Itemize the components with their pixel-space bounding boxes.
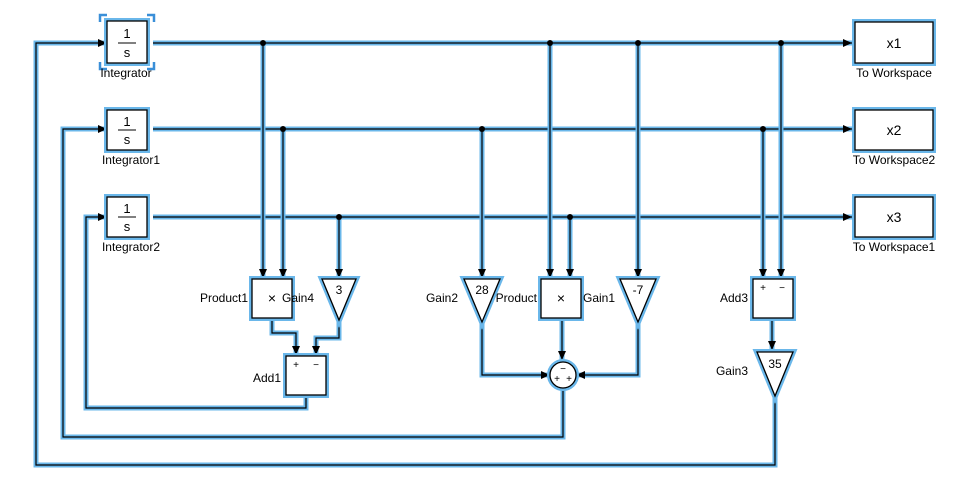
gain1-label: Gain1 <box>583 291 615 305</box>
workspace-var-x2: x2 <box>887 122 902 138</box>
integrator2-label: Integrator2 <box>102 240 160 254</box>
product1-block[interactable]: × Product1 <box>200 276 295 321</box>
workspace-var-x1: x1 <box>887 35 902 51</box>
integrator2-block[interactable]: 1 s Integrator2 <box>102 194 160 254</box>
sum-right-sign: + <box>566 374 572 385</box>
product-symbol: × <box>557 290 565 306</box>
selection-handles <box>98 13 156 71</box>
to-workspace1-label: To Workspace1 <box>853 240 936 254</box>
add3-label: Add3 <box>720 291 748 305</box>
integrator1-label: Integrator1 <box>102 153 160 167</box>
workspace-var-x3: x3 <box>887 209 902 225</box>
junction-dots <box>260 40 784 220</box>
gain4-value: 3 <box>336 283 343 297</box>
gain4-block[interactable]: 3 Gain4 <box>282 276 361 328</box>
product1-label: Product1 <box>200 291 248 305</box>
to-workspace-block[interactable]: x1 To Workspace <box>852 19 936 80</box>
integrator1-block[interactable]: 1 s Integrator1 <box>102 107 160 167</box>
sum-block[interactable]: − + + <box>547 359 579 391</box>
product1-symbol: × <box>268 290 276 306</box>
add1-label: Add1 <box>253 371 281 385</box>
sum-left-sign: + <box>554 374 560 385</box>
signal-lines <box>33 39 852 468</box>
add3-minus-sign: − <box>779 283 785 294</box>
gain2-label: Gain2 <box>426 291 458 305</box>
integrator2-numerator: 1 <box>123 201 130 216</box>
integrator-numerator: 1 <box>123 26 130 41</box>
to-workspace2-label: To Workspace2 <box>853 153 936 167</box>
to-workspace2-block[interactable]: x2 To Workspace2 <box>852 107 936 167</box>
add3-plus-sign: + <box>760 283 766 294</box>
integrator2-denominator: s <box>124 219 131 234</box>
gain2-block[interactable]: 28 Gain2 <box>426 276 505 330</box>
integrator1-denominator: s <box>124 132 131 147</box>
integrator1-numerator: 1 <box>123 114 130 129</box>
sum-top-sign: − <box>560 364 566 375</box>
gain2-value: 28 <box>475 283 489 297</box>
gain3-block[interactable]: 35 Gain3 <box>716 349 798 404</box>
add3-block[interactable]: + − Add3 <box>720 276 796 321</box>
gain3-label: Gain3 <box>716 364 748 378</box>
integrator-denominator: s <box>124 45 131 60</box>
to-workspace1-block[interactable]: x3 To Workspace1 <box>852 194 936 254</box>
integrator-label: Integrator <box>100 66 151 80</box>
gain1-block[interactable]: -7 Gain1 <box>583 276 661 330</box>
gain3-value: 35 <box>768 357 782 371</box>
product-block[interactable]: × Product <box>496 276 584 321</box>
gain1-value: -7 <box>633 283 644 297</box>
add1-plus-sign: + <box>293 360 299 371</box>
add1-block[interactable]: + − Add1 <box>253 353 329 398</box>
gain4-label: Gain4 <box>282 291 314 305</box>
integrator-block[interactable]: 1 s Integrator <box>98 13 156 80</box>
to-workspace-label: To Workspace <box>856 66 932 80</box>
add1-minus-sign: − <box>313 360 319 371</box>
product-label: Product <box>496 291 538 305</box>
